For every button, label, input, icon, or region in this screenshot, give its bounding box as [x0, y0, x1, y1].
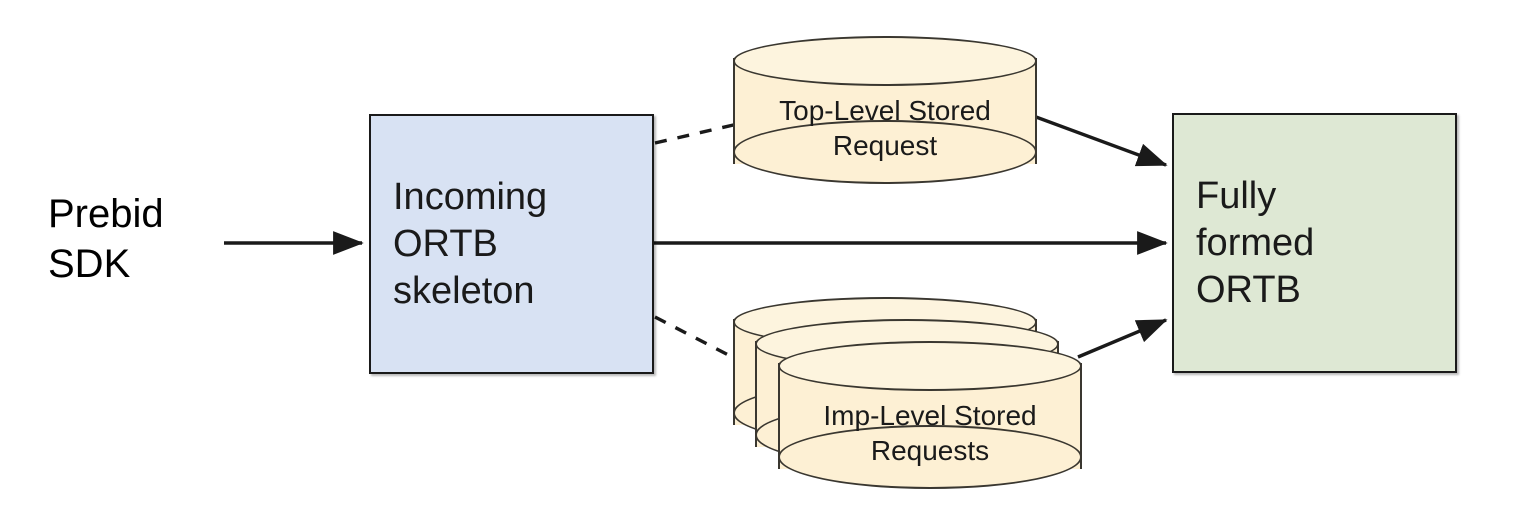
node-top-level-stored-request[interactable]: Top-Level Stored Request — [733, 36, 1037, 186]
edge-skeleton-to-top-store — [654, 121, 743, 145]
node-imp-level-stored-requests[interactable]: Imp-Level Stored Requests — [733, 297, 1083, 489]
imp-level-cylinder-front — [778, 341, 1082, 491]
cylinder-bottom-ellipse — [733, 120, 1037, 184]
node-top-level-stored-request-label: Top-Level Stored Request — [779, 95, 991, 161]
edge-imp-store-to-result — [1077, 318, 1168, 359]
node-prebid-sdk: Prebid SDK — [48, 192, 164, 286]
cylinder-top-ellipse — [778, 341, 1082, 391]
node-incoming-ortb-skeleton-label: Incoming ORTB skeleton — [393, 175, 548, 312]
node-incoming-ortb-skeleton[interactable]: Incoming ORTB skeleton — [369, 114, 654, 374]
node-fully-formed-ortb[interactable]: Fully formed ORTB — [1172, 113, 1457, 373]
node-fully-formed-ortb-label: Fully formed ORTB — [1196, 174, 1315, 311]
cylinder-top-ellipse — [733, 36, 1037, 86]
node-imp-level-stored-requests-label: Imp-Level Stored Requests — [823, 400, 1037, 466]
edge-top-store-to-result — [1035, 115, 1168, 167]
cylinder-bottom-ellipse — [778, 425, 1082, 489]
edge-skeleton-to-imp-store — [654, 315, 743, 364]
top-level-stored-request-cylinder — [733, 36, 1037, 186]
